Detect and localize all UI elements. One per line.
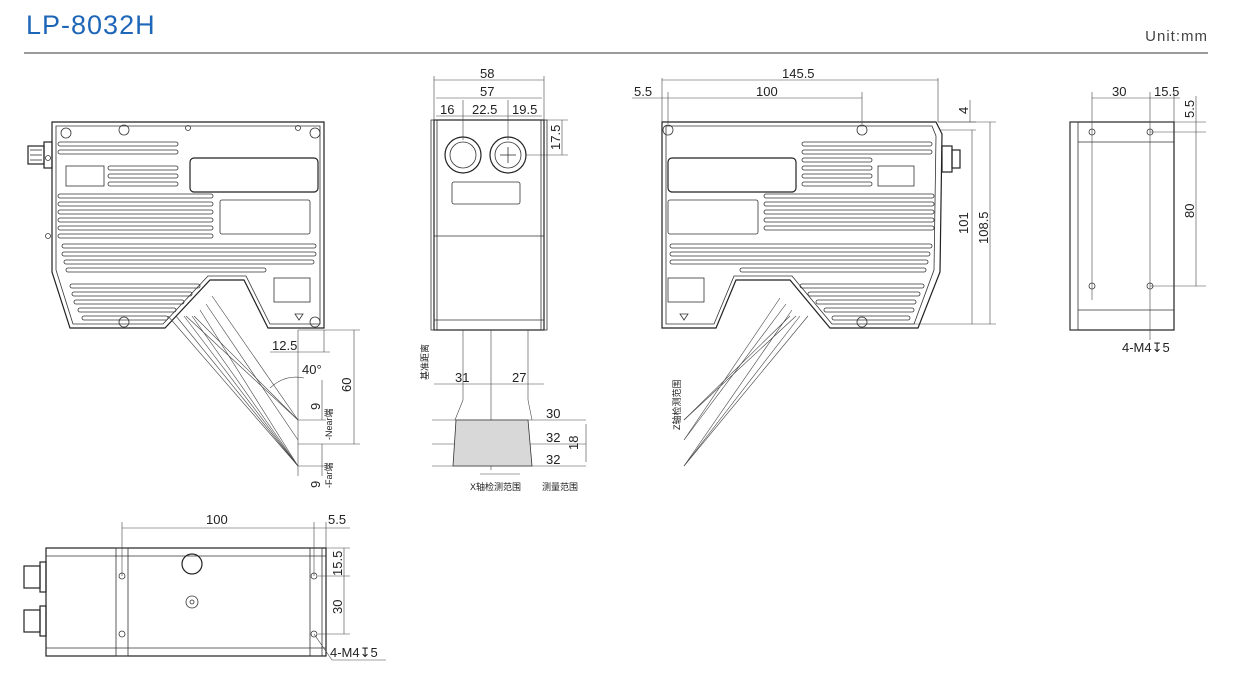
dim-5-5: 5.5: [328, 512, 346, 527]
dim-far-9: 9: [308, 481, 323, 488]
header-rule: [24, 52, 1208, 54]
dim-32-top: 32: [546, 430, 560, 445]
dim-30: 30: [546, 406, 560, 421]
dim-145-5: 145.5: [782, 66, 815, 81]
dim-15-5: 15.5: [330, 551, 345, 576]
dim-5-5: 5.5: [1182, 100, 1197, 118]
dim-12-5: 12.5: [272, 338, 297, 353]
dim-100: 100: [206, 512, 228, 527]
dim-near-9: 9: [308, 403, 323, 410]
dim-15-5: 15.5: [1154, 84, 1179, 99]
dim-angle: 40°: [302, 362, 322, 377]
dim-30: 30: [330, 600, 345, 614]
page-title: LP-8032H: [26, 10, 156, 40]
dim-101: 101: [956, 212, 971, 234]
holes-label: 4-M4↧5: [330, 645, 378, 660]
dim-27: 27: [512, 370, 526, 385]
measure-range-label: 测量范围: [542, 481, 578, 492]
dim-18: 18: [566, 436, 581, 450]
far-label: -Far端: [323, 463, 334, 489]
top-view: 100 5.5 15.5 30 4-M4↧5: [23, 512, 386, 661]
unit-label: Unit:mm: [1145, 28, 1208, 45]
near-label: -Near端: [323, 408, 334, 440]
front-view: 12.5 40° 60 9 9 -Near端 -Far端: [27, 121, 360, 489]
dim-108-5: 108.5: [976, 211, 991, 244]
dim-32-bottom: 32: [546, 452, 560, 467]
dim-31: 31: [455, 370, 469, 385]
dim-16: 16: [440, 102, 454, 117]
dim-5-5: 5.5: [634, 84, 652, 99]
end-view: 58 57 16 22.5 19.5 17.5 31 27 30 32 32 1…: [419, 66, 587, 492]
back-view: 145.5 5.5 100 4 101 108.5 Z轴检测范围: [632, 66, 996, 467]
dim-80: 80: [1182, 204, 1197, 218]
holes-label: 4-M4↧5: [1122, 340, 1170, 355]
dim-4: 4: [956, 107, 971, 114]
x-range-label: X轴检测范围: [470, 481, 521, 492]
dim-57: 57: [480, 84, 494, 99]
ref-distance-label: 基准距离: [419, 344, 430, 380]
dim-100: 100: [756, 84, 778, 99]
dim-17-5: 17.5: [548, 125, 563, 150]
z-range-label: Z轴检测范围: [671, 380, 682, 431]
dim-22-5: 22.5: [472, 102, 497, 117]
dim-19-5: 19.5: [512, 102, 537, 117]
dim-30: 30: [1112, 84, 1126, 99]
dim-60: 60: [339, 378, 354, 392]
side-view: 30 15.5 5.5 80 4-M4↧5: [1069, 84, 1206, 355]
dim-58: 58: [480, 66, 494, 81]
